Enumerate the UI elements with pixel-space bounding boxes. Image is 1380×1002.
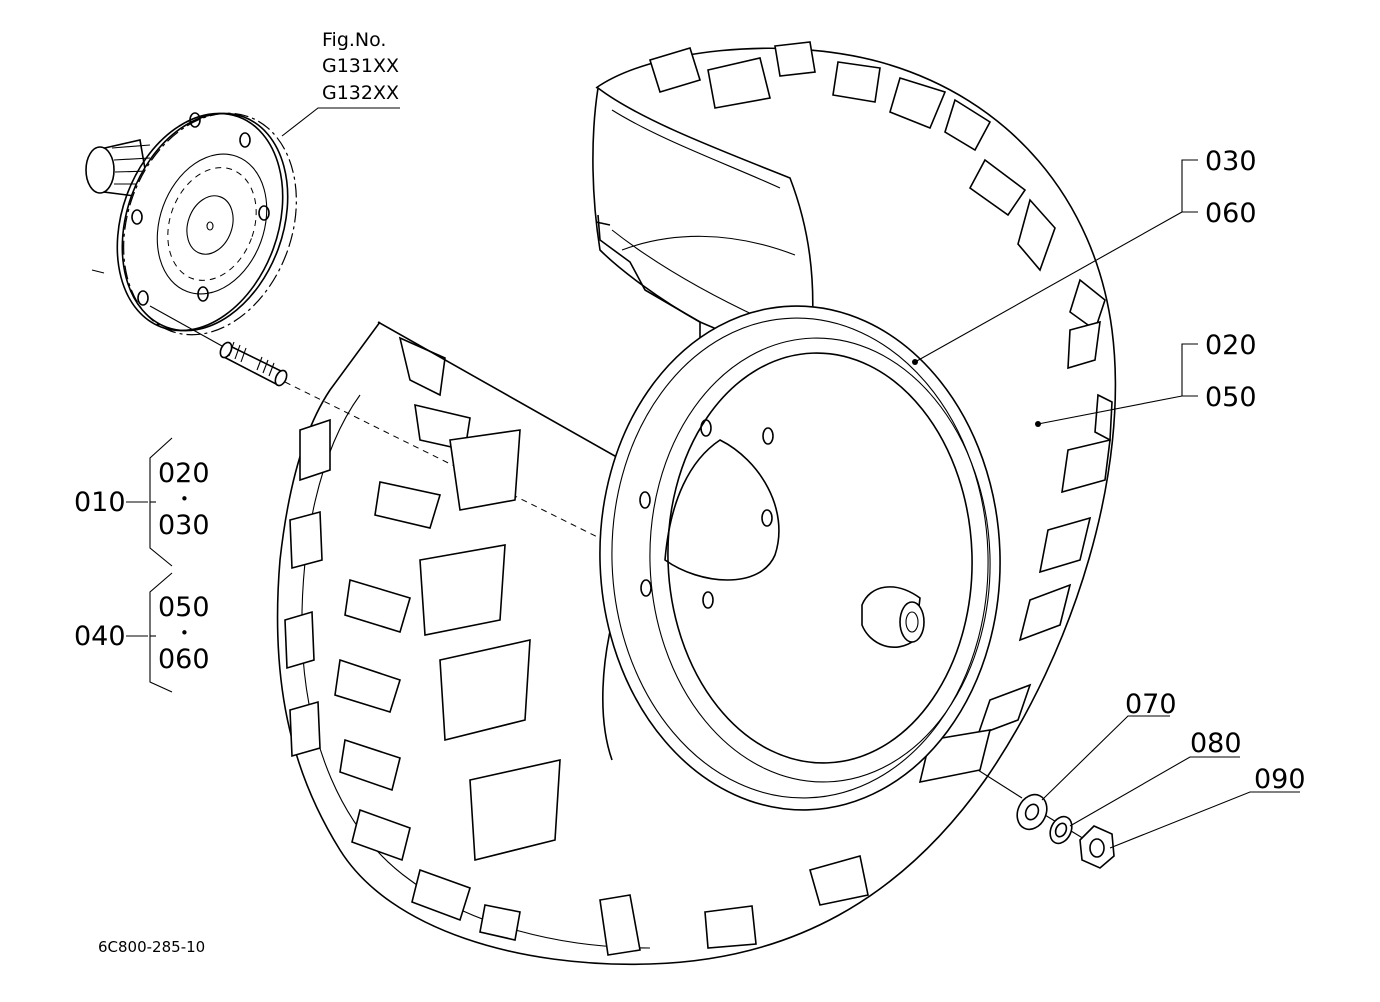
assembly-010-part-1: 020 [158,458,210,489]
tire [276,41,1117,966]
flat-washer [1016,793,1048,831]
wheel-stud [219,341,288,387]
wheel-rim [599,305,1001,811]
assembly-010-part-2: 030 [158,510,210,541]
axle-hub-flange [85,112,297,336]
assembly-040-separator: • [180,624,189,642]
fig-no-leader [281,107,400,137]
callout-080: 080 [1190,728,1242,759]
callout-050-right: 050 [1205,382,1257,413]
assembly-040-id: 040 [74,621,126,652]
callout-030-top: 030 [1205,146,1257,177]
tire-cutaway-section [592,86,814,419]
callout-090: 090 [1254,764,1306,795]
callout-070: 070 [1125,689,1177,720]
callout-020-right: 020 [1205,330,1257,361]
assembly-010-separator: • [180,490,189,508]
fig-no-code-2: G132XX [322,82,399,104]
figure-number-block: Fig.No. G131XX G132XX [281,29,400,137]
callout-leaders [912,159,1300,849]
assembly-group-040: 040 050 • 060 [74,572,210,693]
fig-no-label: Fig.No. [322,29,386,51]
callout-labels: 030 060 020 050 070 080 090 [1125,146,1306,795]
assembly-040-part-2: 060 [158,644,210,675]
hex-nut [1079,825,1115,869]
callout-060-top: 060 [1205,198,1257,229]
lock-washer [1049,815,1073,845]
assembly-group-010: 010 020 • 030 [74,437,210,567]
assembly-040-part-1: 050 [158,592,210,623]
fig-no-code-1: G131XX [322,55,399,77]
assembly-010-id: 010 [74,487,126,518]
stud-centerline-1 [149,305,223,347]
fasteners [1016,793,1115,869]
drawing-code: 6C800-285-10 [98,938,205,956]
